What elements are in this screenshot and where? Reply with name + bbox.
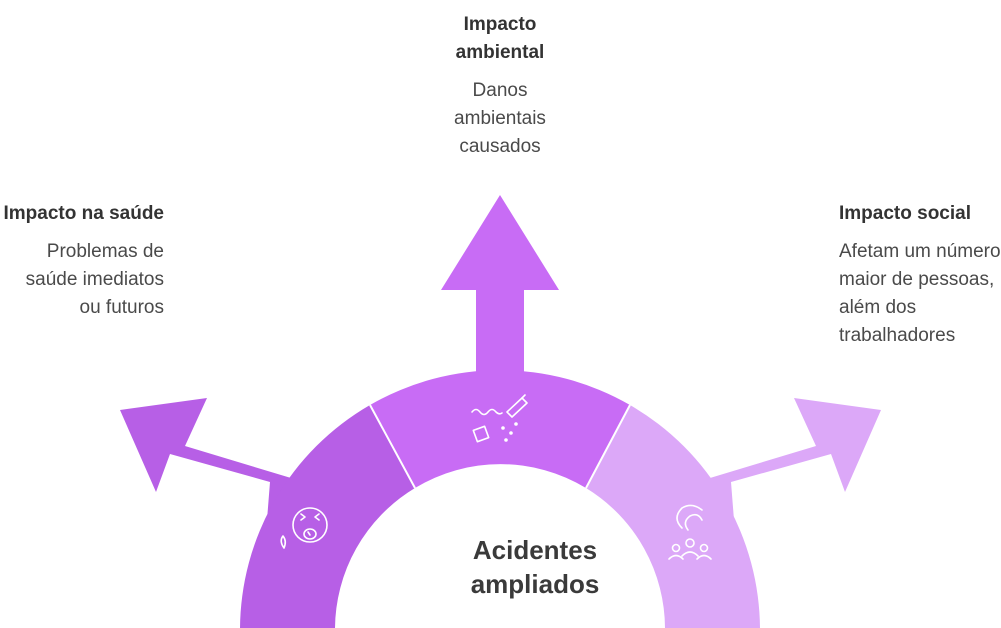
branch-environment: Impacto ambiental Danos ambientais causa… <box>420 11 580 161</box>
separator-right <box>585 404 631 489</box>
branch-social: Impacto social Afetam um número maior de… <box>839 200 1001 350</box>
branch-social-title: Impacto social <box>839 203 971 224</box>
branch-environment-description: Danos ambientais causados <box>454 80 546 157</box>
branch-health-title: Impacto na saúde <box>3 203 165 224</box>
arrow-health <box>120 398 291 558</box>
segment-environment <box>370 370 630 488</box>
center-title: Acidentes ampliados <box>470 535 600 599</box>
branch-social-description: Afetam um número maior de pessoas, além … <box>839 241 1001 346</box>
sick-face-icon <box>280 507 328 549</box>
pollution-bottle-icon <box>471 394 528 443</box>
branch-environment-title: Impacto ambiental <box>455 14 545 63</box>
branch-health-description: Problemas de saúde imediatos ou futuros <box>25 241 164 318</box>
separator-left <box>369 404 416 489</box>
arrow-social <box>710 398 881 558</box>
segment-social <box>586 405 760 628</box>
arrow-environment <box>441 195 559 390</box>
branch-health: Impacto na saúde Problemas de saúde imed… <box>0 200 165 322</box>
segment-health <box>240 405 415 628</box>
people-group-icon <box>668 504 712 560</box>
